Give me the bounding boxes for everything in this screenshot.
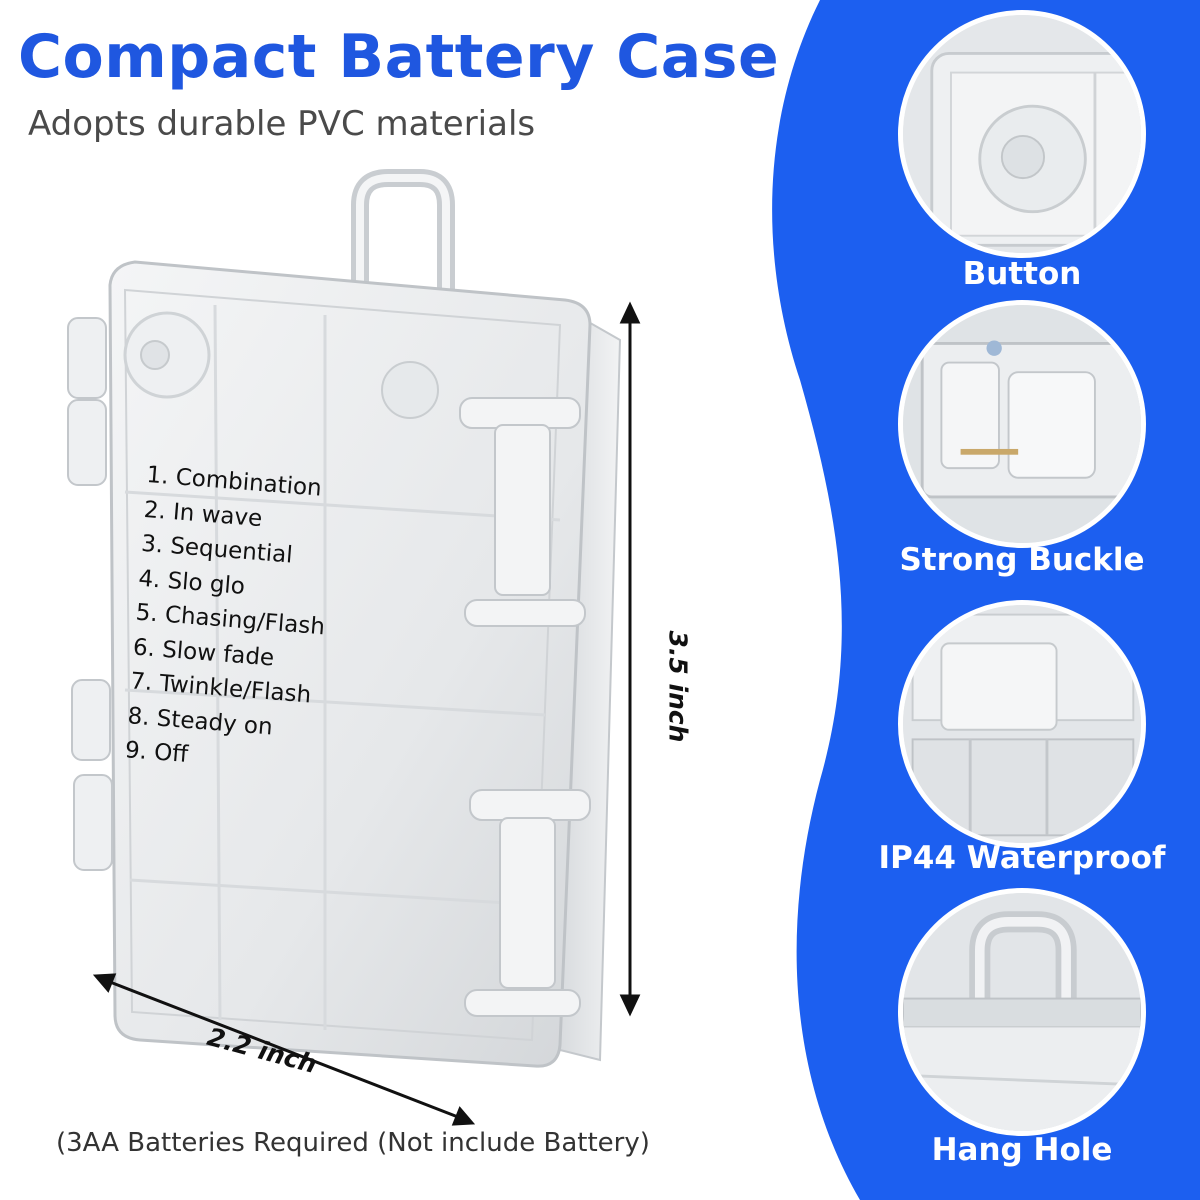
light-mode-list: 1. Combination 2. In wave 3. Sequential … [124,458,337,782]
button-closeup-image [898,10,1146,258]
feature-label-hang-hole: Hang Hole [931,1132,1113,1168]
waterproof-closeup-image [898,600,1146,848]
buckle-closeup-image [898,300,1146,548]
feature-label-strong-buckle: Strong Buckle [899,542,1145,578]
page-subtitle: Adopts durable PVC materials [28,104,536,144]
feature-label-button: Button [962,256,1082,292]
height-dimension-label: 3.5 inch [663,630,693,743]
page-title: Compact Battery Case [18,22,780,92]
feature-label-ip44-waterproof: IP44 Waterproof [878,840,1166,876]
battery-footnote: (3AA Batteries Required (Not include Bat… [56,1128,650,1158]
hang-hole-closeup-image [898,888,1146,1136]
